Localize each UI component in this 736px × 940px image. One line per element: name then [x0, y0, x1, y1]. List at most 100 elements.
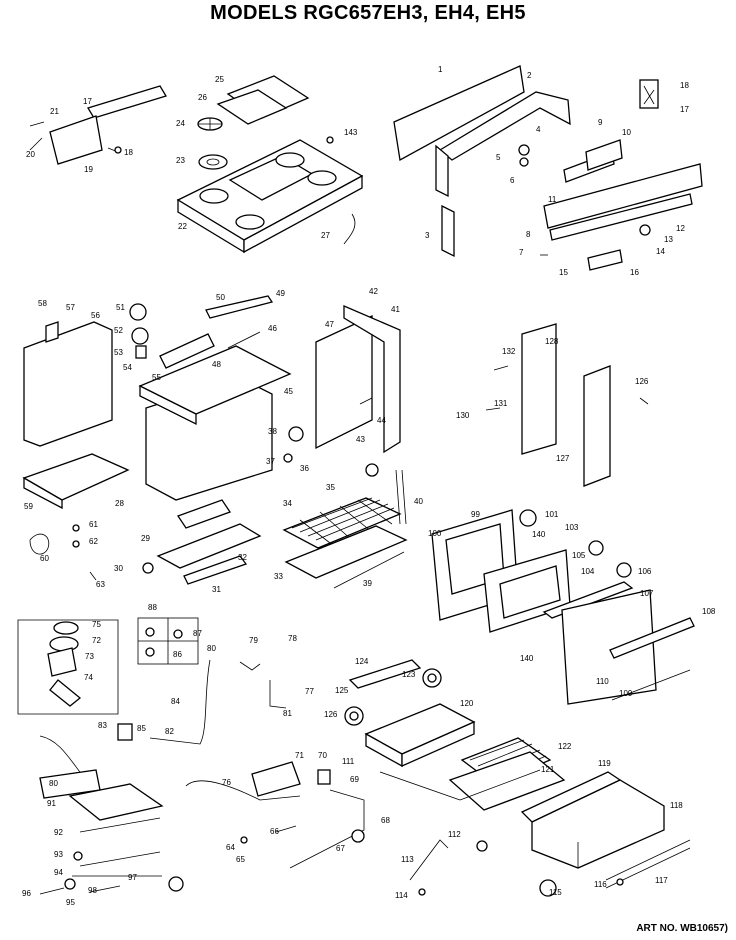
part-callout: 98	[88, 886, 97, 895]
part-callout: 118	[670, 801, 683, 810]
part-callout: 39	[363, 579, 372, 588]
part-callout: 2	[527, 71, 532, 80]
part-callout: 29	[141, 534, 150, 543]
part-callout: 114	[395, 891, 408, 900]
broiler-and-drawer	[344, 659, 691, 897]
part-callout: 30	[114, 564, 123, 573]
part-callout: 4	[536, 125, 541, 134]
part-callout: 24	[176, 119, 185, 128]
part-callout: 140	[532, 530, 546, 539]
part-callout: 67	[336, 844, 345, 853]
part-callout: 25	[215, 75, 224, 84]
part-callout: 32	[238, 553, 247, 562]
part-callout: 72	[92, 636, 101, 645]
part-callout: 40	[414, 497, 423, 506]
part-callout: 97	[128, 873, 137, 882]
part-callout: 55	[152, 373, 161, 382]
part-callout: 78	[288, 634, 297, 643]
part-callout: 87	[193, 629, 202, 638]
part-callout: 126	[324, 710, 338, 719]
part-callout: 47	[325, 320, 334, 329]
part-callout: 117	[655, 876, 668, 885]
part-callout: 27	[321, 231, 330, 240]
part-callout: 125	[335, 686, 349, 695]
part-callout: 143	[344, 128, 358, 137]
part-callout: 3	[425, 231, 430, 240]
burner-valve-group	[17, 617, 287, 781]
part-callout: 35	[326, 483, 335, 492]
part-callout: 45	[284, 387, 293, 396]
part-callout: 124	[355, 657, 369, 666]
part-callout: 103	[565, 523, 579, 532]
part-callout: 74	[84, 673, 93, 682]
range-body	[22, 295, 304, 585]
part-callout: 20	[26, 150, 35, 159]
part-callout: 113	[401, 855, 414, 864]
part-callout: 111	[342, 757, 355, 766]
part-callout: 14	[656, 247, 665, 256]
part-callout: 126	[635, 377, 649, 386]
part-callout: 16	[630, 268, 639, 277]
part-callout: 88	[148, 603, 157, 612]
part-callout: 83	[98, 721, 107, 730]
part-callout: 130	[456, 411, 470, 420]
part-callout: 99	[471, 510, 480, 519]
part-callout: 60	[40, 554, 49, 563]
part-callout: 37	[266, 457, 275, 466]
part-callout: 42	[369, 287, 378, 296]
part-callout: 115	[549, 888, 562, 897]
part-callout: 5	[496, 153, 501, 162]
part-callout: 44	[377, 416, 386, 425]
part-callout: 101	[545, 510, 559, 519]
part-callout: 22	[178, 222, 187, 231]
part-callout: 70	[318, 751, 327, 760]
part-callout: 33	[274, 572, 283, 581]
part-callout: 53	[114, 348, 123, 357]
backsplash-assembly	[393, 65, 703, 271]
diagram-title: MODELS RGC657EH3, EH4, EH5	[210, 2, 526, 24]
part-callout: 18	[680, 81, 689, 90]
part-callout: 121	[541, 765, 555, 774]
part-callout: 95	[66, 898, 75, 907]
part-callout: 140	[520, 654, 534, 663]
part-callout: 119	[598, 759, 611, 768]
part-callout: 84	[171, 697, 180, 706]
gas-manifold	[185, 761, 365, 869]
side-panel-and-door	[431, 323, 695, 705]
part-callout: 128	[545, 337, 559, 346]
part-callout: 82	[165, 727, 174, 736]
part-callout: 122	[558, 742, 572, 751]
part-callout: 80	[49, 779, 58, 788]
part-callout: 96	[22, 889, 31, 898]
part-callout: 94	[54, 868, 63, 877]
part-callout: 71	[295, 751, 304, 760]
part-callout: 57	[66, 303, 75, 312]
part-callout: 31	[212, 585, 221, 594]
control-panel-small	[29, 85, 167, 165]
part-callout: 127	[556, 454, 570, 463]
part-callout: 54	[123, 363, 132, 372]
part-callout: 75	[92, 620, 101, 629]
part-callout: 28	[115, 499, 124, 508]
part-callout: 109	[619, 689, 633, 698]
part-callout: 110	[596, 677, 609, 686]
part-callout: 68	[381, 816, 390, 825]
part-callout: 58	[38, 299, 47, 308]
part-callout: 41	[391, 305, 400, 314]
part-callout: 23	[176, 156, 185, 165]
part-callout: 69	[350, 775, 359, 784]
part-callout: 100	[428, 529, 442, 538]
part-callout: 8	[526, 230, 531, 239]
part-callout: 132	[502, 347, 516, 356]
broiler-burner	[39, 769, 184, 895]
part-callout: 15	[559, 268, 568, 277]
part-callout: 107	[640, 589, 654, 598]
part-callout: 81	[283, 709, 292, 718]
part-callout: 46	[268, 324, 277, 333]
part-callout: 108	[702, 607, 716, 616]
part-callout: 80	[207, 644, 216, 653]
part-callout: 17	[680, 105, 689, 114]
part-callout: 56	[91, 311, 100, 320]
